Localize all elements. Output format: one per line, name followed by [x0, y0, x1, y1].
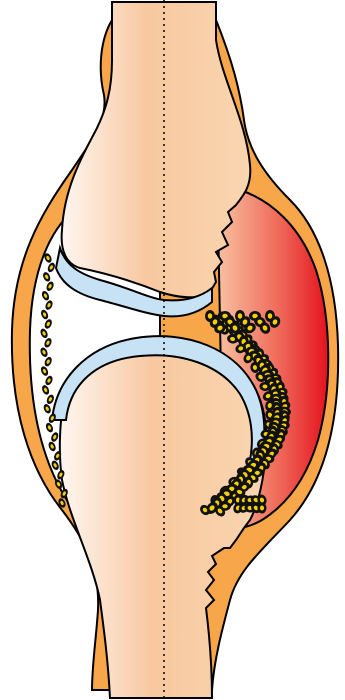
synovial-cell: [258, 503, 267, 514]
lower-bone: [60, 345, 267, 698]
